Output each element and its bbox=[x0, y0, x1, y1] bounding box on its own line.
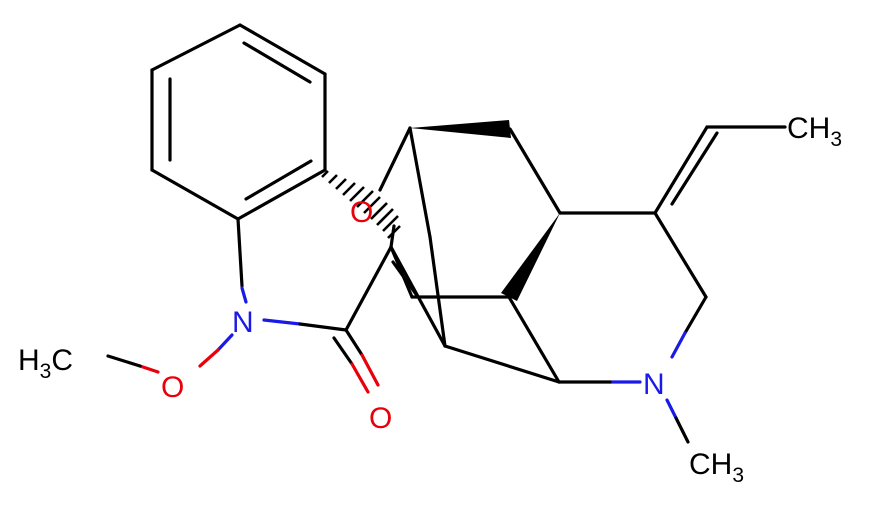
bond bbox=[443, 344, 561, 384]
bond bbox=[670, 331, 687, 359]
wedge-bond bbox=[501, 213, 560, 301]
bond bbox=[674, 416, 690, 444]
atom-label-oxygen: O bbox=[161, 371, 184, 404]
bond bbox=[508, 127, 562, 215]
bond bbox=[236, 217, 244, 288]
bond bbox=[665, 398, 678, 420]
bond bbox=[238, 23, 327, 76]
atom-label-h3c: H3C bbox=[18, 344, 73, 383]
bond bbox=[350, 362, 370, 394]
bond bbox=[198, 348, 220, 368]
n-methoxy bbox=[106, 333, 234, 374]
bond bbox=[389, 224, 396, 249]
atom-label-ch3: CH3 bbox=[787, 112, 842, 151]
bond bbox=[216, 333, 234, 352]
bond bbox=[408, 126, 432, 239]
atom-label-nitrogen: N bbox=[232, 306, 254, 339]
benzene-ring bbox=[150, 23, 327, 221]
bond bbox=[298, 322, 348, 332]
bond bbox=[106, 354, 142, 368]
bond bbox=[507, 295, 561, 384]
bond-inner bbox=[242, 41, 312, 84]
hashed-bond bbox=[321, 170, 401, 239]
cage-framework bbox=[378, 120, 787, 444]
atom-label-oxygen: O bbox=[350, 196, 373, 229]
wedge-bond bbox=[410, 120, 511, 138]
bond bbox=[653, 125, 709, 215]
bond bbox=[150, 23, 242, 72]
bond bbox=[683, 295, 708, 335]
atom-label-oxygen: O bbox=[369, 402, 392, 435]
lactam-ring bbox=[236, 170, 401, 332]
bond bbox=[428, 235, 447, 348]
bond bbox=[670, 131, 719, 206]
carbonyl bbox=[332, 328, 380, 394]
bond bbox=[389, 245, 447, 348]
bond bbox=[378, 126, 412, 192]
bond-inner bbox=[244, 159, 313, 201]
bond bbox=[344, 245, 393, 332]
bond bbox=[344, 328, 364, 357]
bond bbox=[653, 211, 708, 299]
bond bbox=[138, 364, 160, 374]
bond bbox=[360, 353, 380, 387]
atom-label-ch3: CH3 bbox=[689, 448, 744, 487]
bond bbox=[240, 286, 248, 304]
atom-label-nitrogen: N bbox=[643, 368, 665, 401]
bond bbox=[262, 318, 302, 326]
bond bbox=[236, 168, 327, 221]
bond bbox=[332, 336, 354, 366]
bond bbox=[150, 168, 240, 221]
